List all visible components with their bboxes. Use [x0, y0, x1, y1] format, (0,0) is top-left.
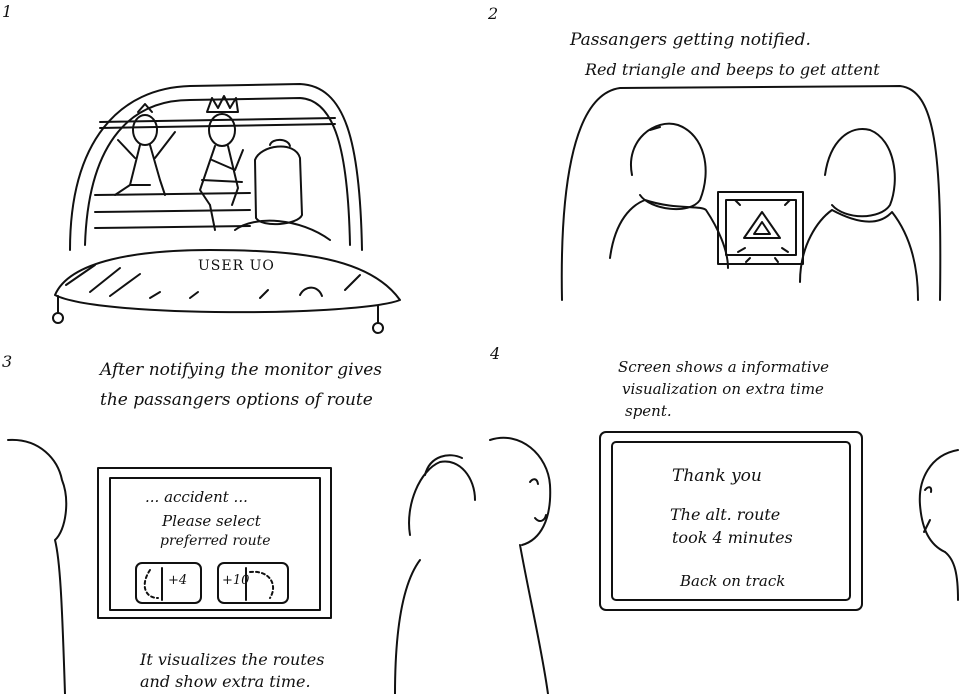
route-option-plus-4: +4 — [168, 573, 188, 588]
panel-3-caption-line-1: After notifying the monitor gives — [100, 360, 383, 380]
panel-4-number: 4 — [490, 344, 501, 363]
panel-4-caption-line-1: Screen shows a informative — [618, 358, 829, 376]
panel-3-caption-line-2: the passangers options of route — [100, 390, 373, 410]
panel-1-drawing — [52, 83, 401, 334]
panel-2-caption-line-2: Red triangle and beeps to get attent — [585, 60, 880, 79]
panel-4-screen-line-3: took 4 minutes — [672, 528, 793, 547]
panel-2-number: 2 — [488, 4, 499, 23]
panel-4-screen-line-4: Back on track — [680, 572, 786, 590]
panel-3-screen-line-2: Please select — [162, 512, 261, 530]
panel-3-number: 3 — [2, 352, 13, 371]
panel-3-footer-line-2: and show extra time. — [140, 672, 311, 691]
panel-3-drawing — [7, 438, 476, 694]
panel-1-label: USER UO — [198, 258, 275, 274]
panel-1-number: 1 — [2, 2, 13, 21]
route-option-plus-10: +10 — [222, 573, 250, 588]
panel-2-caption-line-1: Passangers getting notified. — [570, 30, 811, 50]
panel-3-screen-line-1: ... accident ... — [145, 488, 248, 506]
panel-4-caption-line-3: spent. — [625, 402, 672, 420]
panel-4-drawing — [489, 431, 959, 694]
panel-4-screen-line-2: The alt. route — [670, 505, 781, 524]
panel-4-caption-line-2: visualization on extra time — [622, 380, 824, 398]
panel-2-drawing — [560, 85, 942, 301]
panel-3-footer-line-1: It visualizes the routes — [140, 650, 325, 669]
panel-4-screen-line-1: Thank you — [672, 466, 762, 486]
panel-3-screen-line-3: preferred route — [160, 533, 271, 549]
